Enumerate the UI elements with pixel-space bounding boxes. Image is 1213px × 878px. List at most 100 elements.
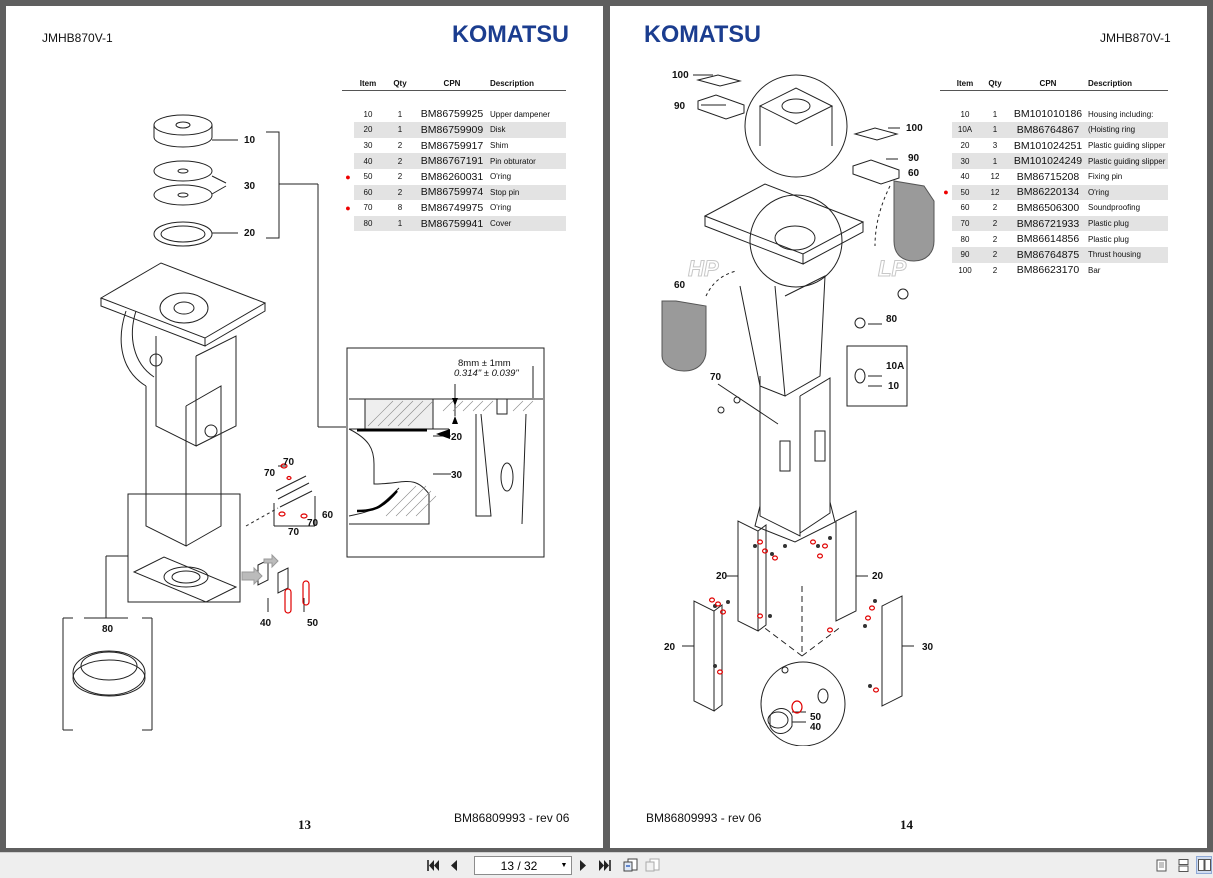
cell-cpn: BM86759941 — [418, 215, 486, 232]
exploded-view-drawing: HP LP — [661, 70, 935, 746]
revision: BM86809993 - rev 06 — [646, 811, 762, 825]
doc-id: JMHB870V-1 — [42, 31, 113, 45]
cell-cpn: BM86767191 — [418, 153, 486, 169]
cell-qty: 1 — [382, 122, 418, 138]
next-page-button[interactable] — [578, 856, 588, 874]
facing-pages-icon — [1197, 859, 1211, 871]
col-description: Description — [486, 74, 566, 91]
cell-cpn: BM86220134 — [1012, 184, 1084, 201]
continuous-view-button[interactable] — [1176, 856, 1190, 874]
callout-80: 80 — [102, 624, 114, 635]
prev-page-button[interactable] — [449, 856, 459, 874]
viewer-toolbar: 13 / 32 ▼ — [0, 852, 1213, 878]
prev-page-icon — [451, 859, 457, 871]
first-page-button[interactable] — [426, 856, 440, 874]
callout-50: 50 — [810, 712, 822, 723]
cell-cpn: BM86721933 — [1012, 215, 1084, 232]
next-view-button[interactable] — [644, 856, 660, 874]
callout-20c: 20 — [664, 642, 676, 653]
cell-item: 10 — [960, 109, 970, 119]
cell-desc: O'ring — [1084, 184, 1168, 201]
prev-view-button[interactable] — [622, 856, 638, 874]
detail-dim-in: 0.314" ± 0.039" — [454, 368, 519, 379]
cell-desc: Fixing pin — [1088, 172, 1123, 182]
cell-item: 70 — [363, 203, 373, 213]
cell-item: 90 — [952, 246, 978, 263]
cell-qty: 2 — [992, 203, 998, 213]
callout-70a: 70 — [283, 457, 295, 468]
callout-70c: 70 — [307, 518, 319, 529]
cell-item: 40 — [960, 172, 970, 182]
page-field-value: 13 / 32 — [500, 858, 538, 873]
cell-cpn: BM86623170 — [1016, 264, 1080, 277]
callout-70: 70 — [710, 372, 722, 383]
page-number-field[interactable]: 13 / 32 ▼ — [474, 856, 572, 875]
cell-item: 20 — [960, 141, 970, 151]
callout-30: 30 — [922, 642, 934, 653]
next-view-icon — [645, 858, 659, 872]
col-cpn: CPN — [418, 74, 486, 91]
next-page-icon — [580, 859, 586, 871]
cell-desc: Plastic guiding slipper — [1088, 141, 1166, 151]
cell-desc: Pin obturator — [486, 153, 566, 169]
continuous-page-icon — [1178, 858, 1188, 872]
cell-item: 50 — [363, 172, 373, 182]
cell-desc: Soundproofing — [1088, 203, 1141, 213]
last-page-button[interactable] — [598, 856, 612, 874]
revision: BM86809993 - rev 06 — [454, 811, 570, 825]
service-marker: ● — [943, 187, 949, 198]
cell-cpn: BM101024249 — [1012, 153, 1084, 169]
cell-desc: Cover — [486, 215, 566, 232]
callout-100a: 100 — [672, 70, 689, 81]
service-marker: ● — [345, 171, 351, 182]
cell-desc: Stop pin — [486, 184, 566, 201]
col-description: Description — [1084, 74, 1168, 91]
service-marker: ● — [345, 202, 351, 213]
single-page-view-button[interactable] — [1154, 856, 1168, 874]
callout-100b: 100 — [906, 123, 923, 134]
cell-desc: Thrust housing — [1084, 246, 1168, 263]
col-item: Item — [952, 74, 978, 91]
callout-60b: 60 — [674, 280, 686, 291]
cell-cpn: BM86759925 — [420, 108, 484, 121]
cell-qty: 2 — [978, 246, 1012, 263]
cell-qty: 8 — [397, 203, 403, 213]
cell-item: 30 — [952, 153, 978, 169]
cell-desc: Housing including: — [1088, 109, 1154, 119]
cell-desc: Upper dampener — [490, 109, 551, 119]
chevron-down-icon[interactable]: ▼ — [560, 862, 568, 869]
cell-qty: 2 — [992, 265, 998, 275]
callout-40: 40 — [810, 722, 822, 733]
callout-80: 80 — [886, 314, 898, 325]
komatsu-logo: KOMATSU — [644, 21, 761, 46]
watermark-lp: LP — [878, 256, 906, 281]
single-page-icon — [1156, 859, 1166, 871]
cell-qty: 2 — [978, 215, 1012, 232]
col-qty: Qty — [382, 74, 418, 91]
cell-desc: Plastic guiding slipper — [1084, 153, 1168, 169]
page-14: KOMATSU JMHB870V-1 Item Qty CPN Descript… — [610, 6, 1207, 848]
cell-desc: Disk — [486, 122, 566, 138]
cell-item: 30 — [363, 141, 373, 151]
callout-70b: 70 — [264, 468, 276, 479]
cell-cpn: BM86260031 — [420, 170, 484, 183]
cell-qty: 2 — [397, 172, 403, 182]
facing-view-button[interactable] — [1196, 856, 1212, 874]
callout-10: 10 — [244, 135, 256, 146]
cell-cpn: BM86759917 — [420, 139, 484, 152]
callout-30: 30 — [244, 181, 256, 192]
